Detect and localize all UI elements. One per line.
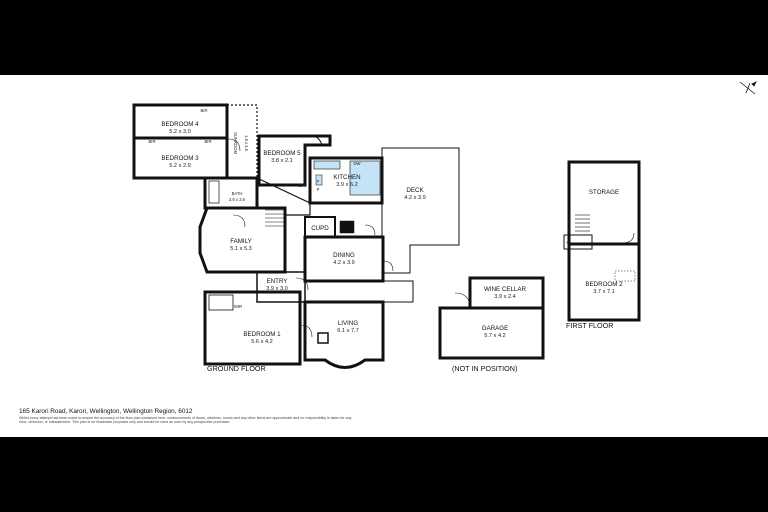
dining-label: DINING: [333, 252, 355, 259]
entry-room: [256, 271, 306, 303]
garage-dim: 5.7 x 4.2: [484, 333, 505, 339]
living-room: [303, 300, 385, 369]
bedroom-1-label: BEDROOM 1: [243, 331, 281, 338]
kitchen-dim: 3.9 x 6.2: [336, 182, 357, 188]
wine-cellar-room: [468, 276, 545, 310]
bath-dim: 2.6 x 2.6: [229, 197, 246, 202]
kitchen-label: KITCHEN: [333, 174, 360, 181]
wine-cellar-dim: 3.9 x 2.4: [494, 294, 515, 300]
kitchen-island: [349, 160, 381, 196]
kitchen-bench: [313, 160, 341, 170]
deck-label: DECK: [406, 187, 424, 194]
dw-mark: DW: [354, 161, 361, 166]
bir-mark-4: BIR: [299, 183, 306, 188]
bath-label: BATH: [232, 191, 243, 196]
bedroom-5-dim: 3.8 x 2.1: [271, 158, 292, 164]
c-mark: C: [566, 240, 569, 245]
p-mark: P: [317, 187, 320, 192]
bedroom-1-dim: 5.6 x 4.2: [251, 339, 272, 345]
floor-plan-canvas: BEDROOM 4 5.2 x 3.0 BEDROOM 3 5.2 x 2.9 …: [0, 75, 768, 437]
living-label: LIVING: [338, 320, 358, 327]
bir-mark-3: BIR: [205, 139, 212, 144]
property-address: 165 Karori Road, Karori, Wellington, Wel…: [19, 408, 193, 415]
f-mark: F: [317, 179, 320, 184]
sunroom-room: [226, 104, 258, 179]
family-dim: 5.1 x 5.3: [230, 246, 251, 252]
entry-dim: 3.9 x 3.0: [266, 286, 287, 292]
deck-area: [381, 147, 460, 274]
garage-label: GARAGE: [482, 325, 508, 332]
dining-dim: 4.2 x 3.9: [333, 260, 354, 266]
living-dim: 6.1 x 7.7: [337, 328, 358, 334]
cupd-label: CUPD: [311, 225, 329, 232]
bedroom-2-label: BEDROOM 2: [585, 281, 623, 288]
storage-room: [567, 160, 641, 246]
bedroom-4-label: BEDROOM 4: [161, 121, 199, 128]
entry-label: ENTRY: [267, 278, 288, 285]
stair-landing: [563, 234, 593, 250]
family-room: [198, 206, 287, 274]
bir-mark-1: BIR: [201, 108, 208, 113]
bedroom-2-dim: 3.7 x 7.1: [593, 289, 614, 295]
wine-cellar-label: WINE CELLAR: [484, 286, 526, 293]
bedroom-3-label: BEDROOM 3: [161, 155, 199, 162]
bedroom-1-room: [203, 290, 302, 366]
first-floor-caption: FIRST FLOOR: [566, 321, 613, 330]
sunroom-label: SUNROOM: [233, 132, 238, 154]
bedroom-3-dim: 5.2 x 2.9: [169, 163, 190, 169]
dining-room: [303, 235, 385, 283]
bedroom-4-dim: 5.2 x 3.0: [169, 129, 190, 135]
bedroom-5-room: [257, 134, 332, 187]
wir-mark: WIR: [234, 304, 242, 309]
deck-dim: 4.2 x 3.9: [404, 195, 425, 201]
bir-mark-2: BIR: [149, 139, 156, 144]
garage-room: [438, 306, 545, 360]
garage-block: [438, 276, 545, 360]
sunroom-dim: 1.9 x 4.5: [244, 135, 249, 152]
not-in-position-caption: (NOT IN POSITION): [452, 364, 517, 373]
family-label: FAMILY: [230, 238, 252, 245]
floor-plan-drawing: BEDROOM 4 5.2 x 3.0 BEDROOM 3 5.2 x 2.9 …: [132, 81, 757, 373]
first-floor-plan: [563, 160, 641, 322]
ground-floor-caption: GROUND FLOOR: [207, 364, 266, 373]
hallway: [256, 177, 311, 216]
disclaimer-text: Whilst every attempt has been made to en…: [19, 416, 352, 425]
bedroom-2-room: [567, 242, 641, 322]
compass-icon: [739, 81, 757, 95]
ground-floor-plan: [132, 103, 460, 369]
bedroom-5-label: BEDROOM 5: [263, 150, 301, 157]
storage-label: STORAGE: [589, 189, 619, 196]
